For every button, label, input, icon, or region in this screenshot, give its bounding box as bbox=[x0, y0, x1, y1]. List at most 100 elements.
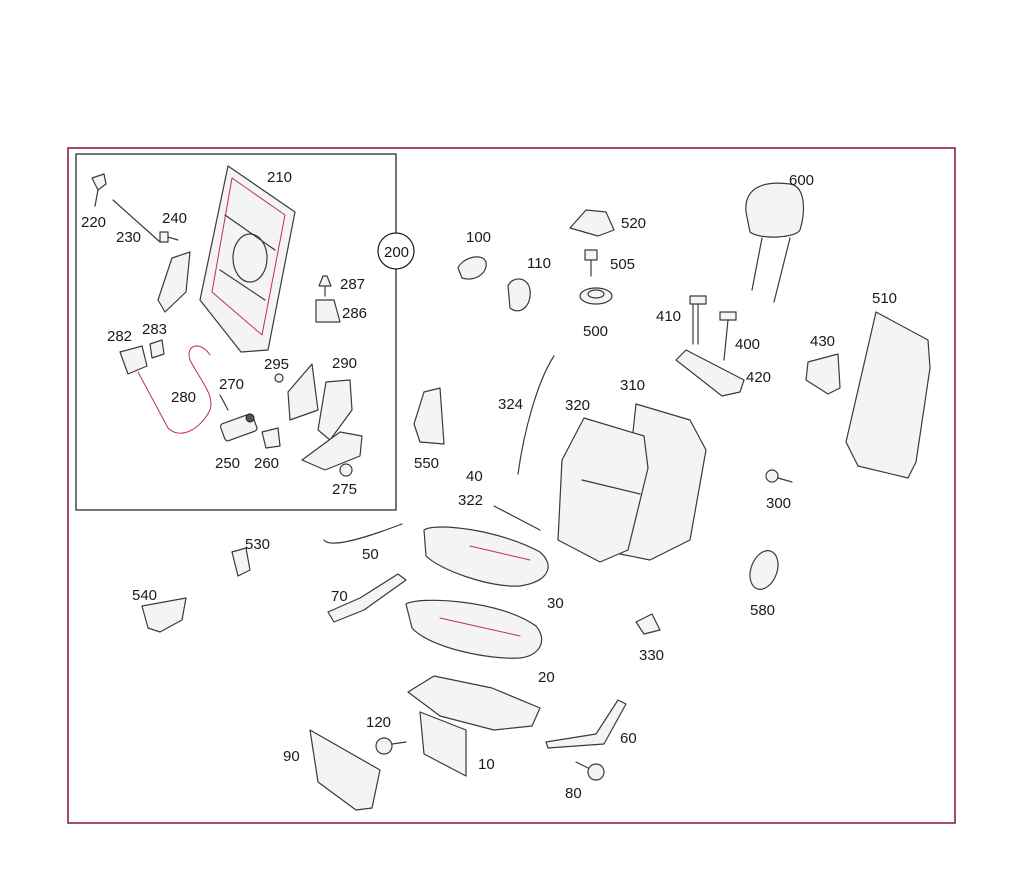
label-322: 322 bbox=[458, 492, 483, 509]
label-400: 400 bbox=[735, 336, 760, 353]
label-286: 286 bbox=[342, 305, 367, 322]
label-250: 250 bbox=[215, 455, 240, 472]
part-240-bolt bbox=[159, 231, 179, 243]
label-50: 50 bbox=[362, 546, 379, 563]
label-290: 290 bbox=[332, 355, 357, 372]
label-270: 270 bbox=[219, 376, 244, 393]
part-530-bracket bbox=[231, 547, 251, 577]
part-recliner-left bbox=[157, 251, 191, 313]
label-40: 40 bbox=[466, 468, 483, 485]
part-60-bracket bbox=[545, 699, 627, 749]
part-282-connector bbox=[119, 345, 148, 375]
label-20: 20 bbox=[538, 669, 555, 686]
label-70: 70 bbox=[331, 588, 348, 605]
part-250-motor bbox=[219, 413, 258, 442]
label-550: 550 bbox=[414, 455, 439, 472]
label-90: 90 bbox=[283, 748, 300, 765]
label-420: 420 bbox=[746, 369, 771, 386]
part-80-bolt bbox=[575, 761, 605, 781]
label-320: 320 bbox=[565, 397, 590, 414]
label-505: 505 bbox=[610, 256, 635, 273]
part-70-bracket bbox=[327, 573, 407, 623]
label-520: 520 bbox=[621, 215, 646, 232]
label-240: 240 bbox=[162, 210, 187, 227]
part-290-recliner bbox=[287, 363, 319, 421]
label-500: 500 bbox=[583, 323, 608, 340]
part-270-screw bbox=[219, 394, 229, 411]
part-30-seam bbox=[469, 545, 531, 561]
part-283-plug bbox=[149, 339, 165, 359]
subassembly-200-box bbox=[75, 153, 397, 511]
part-324-wire bbox=[517, 355, 555, 475]
part-510-back-panel bbox=[845, 311, 931, 479]
label-200: 200 bbox=[384, 244, 409, 261]
label-287: 287 bbox=[340, 276, 365, 293]
label-510: 510 bbox=[872, 290, 897, 307]
label-330: 330 bbox=[639, 647, 664, 664]
part-290-gearbox bbox=[317, 379, 353, 441]
part-505-screw bbox=[584, 249, 598, 277]
part-300-screw bbox=[765, 469, 793, 483]
label-295: 295 bbox=[264, 356, 289, 373]
part-500-knob bbox=[579, 287, 613, 305]
part-20-seam bbox=[439, 617, 521, 637]
part-20-cushion-pad bbox=[405, 599, 543, 659]
part-labels: 210 220 230 240 200 287 286 282 283 295 … bbox=[81, 169, 897, 802]
part-280-harness bbox=[137, 345, 212, 434]
part-100-cap bbox=[457, 256, 487, 280]
part-520-cover bbox=[569, 209, 615, 237]
part-410-guide bbox=[689, 295, 707, 345]
label-410: 410 bbox=[656, 308, 681, 325]
part-30-cushion-cover bbox=[423, 526, 549, 587]
part-322-rod bbox=[493, 505, 541, 531]
label-430: 430 bbox=[810, 333, 835, 350]
label-283: 283 bbox=[142, 321, 167, 338]
label-210: 210 bbox=[267, 169, 292, 186]
label-580: 580 bbox=[750, 602, 775, 619]
label-310: 310 bbox=[620, 377, 645, 394]
diagram-frame bbox=[67, 147, 956, 824]
part-120-bolt bbox=[375, 737, 407, 755]
part-110-cap bbox=[507, 278, 531, 312]
label-300: 300 bbox=[766, 495, 791, 512]
label-530: 530 bbox=[245, 536, 270, 553]
part-210-backrest-frame bbox=[199, 165, 296, 353]
label-600: 600 bbox=[789, 172, 814, 189]
part-220-clip bbox=[91, 173, 107, 207]
part-275-mount bbox=[301, 431, 363, 471]
label-30: 30 bbox=[547, 595, 564, 612]
label-324: 324 bbox=[498, 396, 523, 413]
label-275: 275 bbox=[332, 481, 357, 498]
label-60: 60 bbox=[620, 730, 637, 747]
part-540-trim bbox=[141, 597, 187, 633]
label-100: 100 bbox=[466, 229, 491, 246]
label-120: 120 bbox=[366, 714, 391, 731]
label-110: 110 bbox=[527, 255, 551, 272]
part-430-bracket bbox=[805, 353, 841, 395]
label-260: 260 bbox=[254, 455, 279, 472]
label-282: 282 bbox=[107, 328, 132, 345]
part-420-tray bbox=[675, 349, 745, 397]
part-320-seam bbox=[581, 479, 641, 495]
label-540: 540 bbox=[132, 587, 157, 604]
part-10-seat-frame bbox=[407, 675, 541, 777]
label-220: 220 bbox=[81, 214, 106, 231]
part-580-cover bbox=[749, 550, 779, 590]
part-400-guide bbox=[719, 311, 737, 361]
part-295-bolt bbox=[274, 373, 284, 383]
part-260-bracket bbox=[261, 427, 281, 449]
part-287-pin bbox=[318, 275, 332, 297]
subassembly-200-callout bbox=[377, 232, 415, 270]
part-550-cover bbox=[413, 387, 445, 445]
part-600-headrest bbox=[745, 182, 805, 303]
label-280: 280 bbox=[171, 389, 196, 406]
part-90-side-panel bbox=[309, 729, 381, 811]
part-320-backrest-cover bbox=[557, 417, 649, 563]
label-230: 230 bbox=[116, 229, 141, 246]
part-275-nut bbox=[339, 463, 353, 477]
part-330-clip bbox=[635, 613, 661, 635]
part-230-rod bbox=[112, 199, 161, 243]
label-80: 80 bbox=[565, 785, 582, 802]
part-286-cover bbox=[315, 299, 341, 323]
